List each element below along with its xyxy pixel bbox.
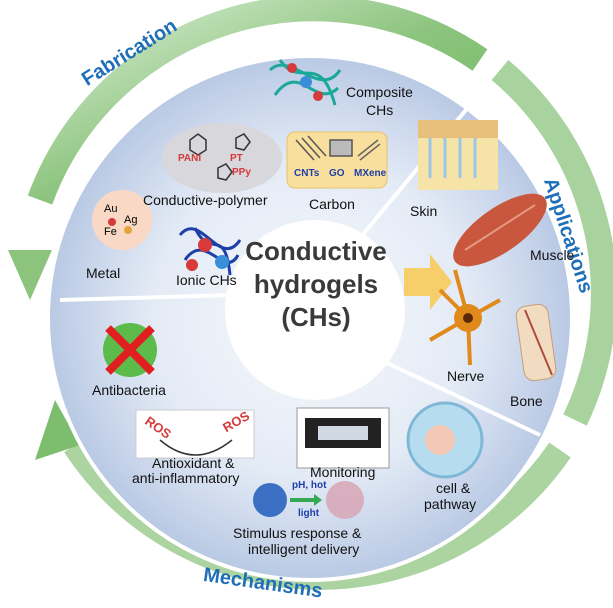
monitoring-label: Monitoring — [310, 464, 376, 480]
stimulus-label-line2: intelligent delivery — [248, 541, 360, 557]
mechanisms-arrowhead — [35, 400, 80, 460]
conductive-polymer-label: Conductive-polymer — [143, 192, 268, 208]
antioxidant-label-line1: Antioxidant & — [152, 455, 235, 471]
cell-pathway-label-line2: pathway — [424, 496, 477, 512]
composite-label-line2: CHs — [366, 102, 394, 118]
applications-ring-arc — [491, 60, 613, 426]
antioxidant-arrow — [159, 439, 233, 456]
antioxidant-label-line2: anti-inflammatory — [132, 470, 240, 486]
skin-image — [418, 120, 498, 190]
stimulus-ph-hot-label: pH, hot — [292, 480, 327, 491]
polymer-backdrop — [162, 123, 282, 193]
fabrication-arrowhead — [8, 250, 52, 300]
stimulus-arrowhead — [314, 494, 322, 506]
antibacteria-cross — [105, 325, 155, 375]
metal-label: Metal — [86, 265, 121, 281]
muscle-image — [453, 193, 547, 267]
go-label: GO — [329, 168, 345, 179]
center-circle — [225, 220, 405, 400]
monitoring-screen — [318, 426, 368, 440]
nerve-image — [428, 269, 501, 366]
stimulus-blue-sphere — [253, 483, 287, 517]
stimulus-light-label: light — [298, 508, 320, 519]
divider-lower-right — [384, 360, 541, 437]
pt-label: PT — [230, 153, 243, 164]
bone-label: Bone — [510, 393, 543, 409]
carbon-nanostructures-icon — [295, 135, 381, 161]
skin-label: Skin — [410, 203, 438, 219]
carbon-label: Carbon — [309, 196, 355, 212]
muscle-label: Muscle — [530, 247, 575, 263]
cell-pathway-label-line1: cell & — [436, 480, 471, 496]
ionic-network-icon — [178, 227, 242, 276]
center-title-line2: hydrogels — [253, 269, 379, 299]
composite-network-icon — [268, 59, 342, 106]
composite-label-line1: Composite — [346, 84, 413, 100]
nerve-label: Nerve — [447, 368, 485, 384]
cnts-label: CNTs — [294, 168, 320, 179]
carbon-box — [286, 131, 388, 189]
metal-dot-1 — [108, 218, 116, 226]
fabrication-ring-arc — [27, 0, 488, 205]
metal-au-label: Au — [104, 203, 118, 215]
metal-ag-label: Ag — [124, 214, 138, 226]
antioxidant-box — [135, 409, 255, 459]
ionic-chs-label: Ionic CHs — [176, 272, 237, 288]
metal-dot-2 — [124, 226, 132, 234]
ppy-label: PPy — [232, 167, 251, 178]
stimulus-label-line1: Stimulus response & — [233, 525, 362, 541]
stimulus-burst — [326, 481, 364, 519]
bone-image — [515, 303, 557, 382]
metal-fe-label: Fe — [104, 226, 117, 238]
center-title-line3: (CHs) — [281, 302, 351, 332]
cell-nucleus — [425, 425, 455, 455]
pani-label: PANI — [178, 153, 202, 164]
mxene-label: MXene — [354, 168, 387, 179]
center-title-line1: Conductive — [245, 236, 387, 266]
center-title: Conductive hydrogels (CHs) — [226, 235, 406, 334]
divider-horizontal — [59, 293, 236, 302]
center-arrow — [404, 254, 452, 310]
antibacteria-label: Antibacteria — [92, 382, 166, 398]
metal-blob — [92, 190, 152, 250]
polymer-structures-icon — [189, 133, 251, 181]
